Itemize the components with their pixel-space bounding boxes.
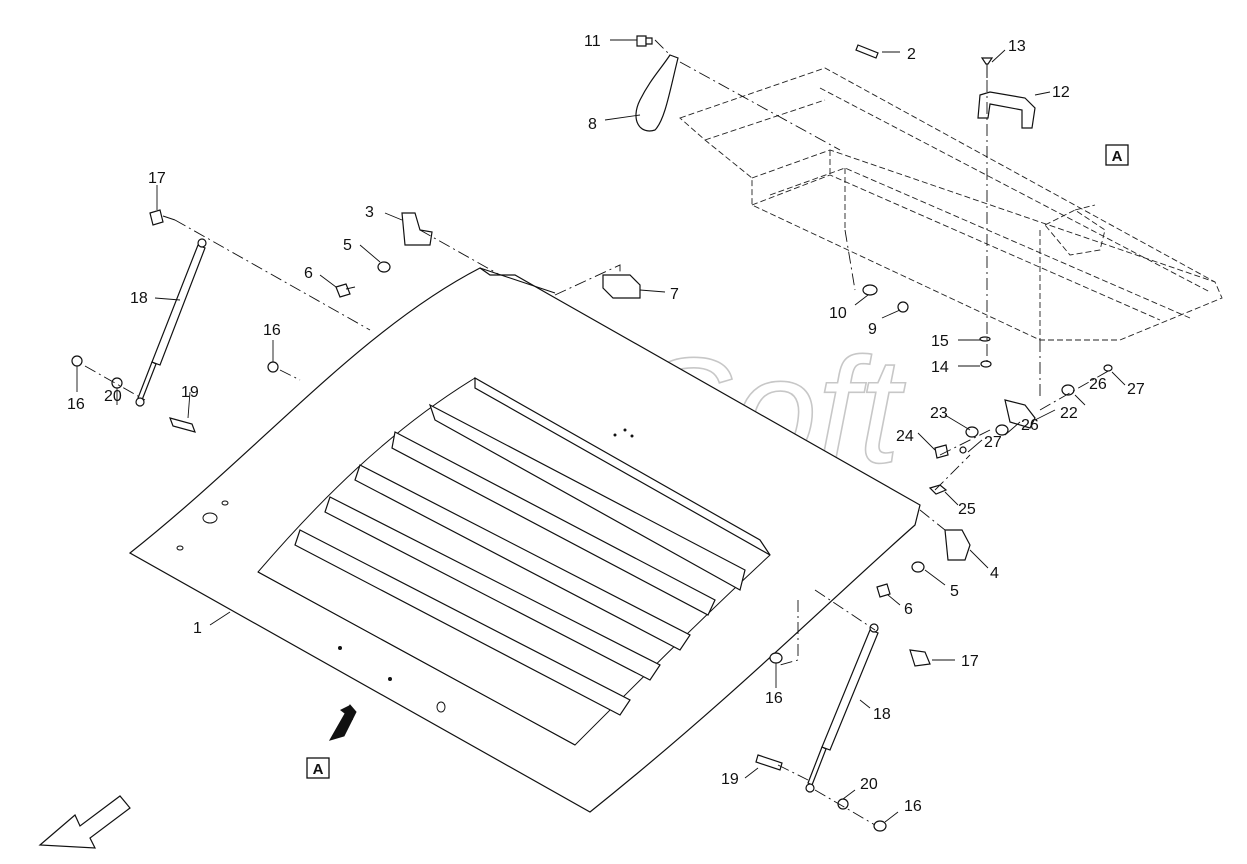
callout-16: 16 (67, 396, 85, 413)
callout-19: 19 (721, 771, 739, 788)
callout-6: 6 (904, 601, 913, 618)
callout-1: 1 (193, 620, 202, 637)
callout-26: 26 (1021, 417, 1039, 434)
assembly-lines (84, 39, 1111, 826)
callout-27: 27 (984, 434, 1002, 451)
callout-5: 5 (343, 237, 352, 254)
callout-20: 20 (860, 776, 878, 793)
callout-17: 17 (148, 170, 166, 187)
callout-22: 22 (1060, 405, 1078, 422)
view-label-box-top: A (1105, 144, 1129, 166)
callout-16: 16 (765, 690, 783, 707)
callout-labels: 1 2 3 4 5 5 6 6 7 8 9 10 11 12 13 14 15 … (67, 33, 1145, 815)
callout-25: 25 (958, 501, 976, 518)
view-label-top: A (1112, 148, 1123, 165)
callout-4: 4 (990, 565, 999, 582)
callout-27: 27 (1127, 381, 1145, 398)
callout-7: 7 (670, 286, 679, 303)
callout-5: 5 (950, 583, 959, 600)
direction-arrow-icon (38, 795, 131, 849)
callout-3: 3 (365, 204, 374, 221)
view-label-bottom: A (313, 761, 324, 778)
callout-6: 6 (304, 265, 313, 282)
callout-10: 10 (829, 305, 847, 322)
upper-frame (679, 67, 1223, 341)
callout-18: 18 (130, 290, 148, 307)
callout-14: 14 (931, 359, 949, 376)
callout-24: 24 (896, 428, 914, 445)
gas-strut-right (805, 623, 879, 793)
callout-16: 16 (904, 798, 922, 815)
callout-8: 8 (588, 116, 597, 133)
view-arrow (328, 704, 357, 741)
callout-17: 17 (961, 653, 979, 670)
callout-16: 16 (263, 322, 281, 339)
callout-12: 12 (1052, 84, 1070, 101)
callout-9: 9 (868, 321, 877, 338)
callout-23: 23 (930, 405, 948, 422)
gas-strut-left (135, 238, 207, 407)
callout-15: 15 (931, 333, 949, 350)
callout-26: 26 (1089, 376, 1107, 393)
grille-panel (128, 267, 921, 813)
callout-20: 20 (104, 388, 122, 405)
callout-11: 11 (584, 33, 601, 50)
callout-13: 13 (1008, 38, 1026, 55)
callout-19: 19 (181, 384, 199, 401)
leader-lines (76, 39, 1126, 823)
callout-18: 18 (873, 706, 891, 723)
callout-2: 2 (907, 46, 916, 63)
view-label-box-bottom: A (306, 757, 330, 779)
